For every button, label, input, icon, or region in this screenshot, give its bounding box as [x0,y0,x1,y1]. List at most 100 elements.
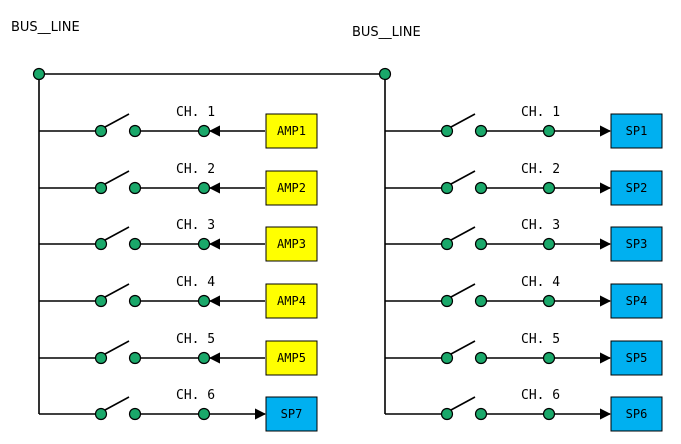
channel-node [197,181,211,195]
switch-blade[interactable] [104,396,130,411]
channel-node [542,407,556,421]
switch-blade[interactable] [450,396,476,411]
device-label: SP2 [626,181,648,195]
switch-blade[interactable] [450,283,476,298]
switch-terminal-node [128,407,142,421]
switch-blade[interactable] [450,170,476,185]
amp-box[interactable] [265,340,318,376]
switch-blade[interactable] [104,340,130,355]
channel-label: CH. 3 [521,218,560,233]
switch-terminal-node [128,351,142,365]
speaker-box[interactable] [610,113,663,149]
speaker-box[interactable] [610,226,663,262]
right-channel-row: CH. 3 SP3 [385,218,663,262]
switch-blade[interactable] [450,226,476,241]
switch-terminal-node [94,294,108,308]
right-channel-row: CH. 1 SP1 [385,105,663,149]
switch-terminal-node [440,237,454,251]
left-channel-row: CH. 2 AMP2 [39,162,318,206]
speaker-box[interactable] [610,283,663,319]
speaker-box[interactable] [610,170,663,206]
switch-terminal-node [128,294,142,308]
device-label: SP7 [281,407,303,421]
channel-node [542,351,556,365]
channel-node [197,407,211,421]
channel-label: CH. 1 [521,105,560,120]
device-label: SP5 [626,351,648,365]
channel-label: CH. 6 [521,388,560,403]
bus-line-label-right: BUS__LINE [352,25,421,40]
switch-blade[interactable] [450,340,476,355]
channel-label: CH. 4 [521,275,560,290]
switch-terminal-node [440,181,454,195]
switch-blade[interactable] [104,170,130,185]
switch-terminal-node [474,294,488,308]
left-channel-row: CH. 6 SP7 [39,388,318,432]
bus-node-right [378,67,392,81]
channel-label: CH. 5 [521,332,560,347]
switch-terminal-node [474,407,488,421]
channel-node [197,237,211,251]
amp-box[interactable] [265,226,318,262]
switch-terminal-node [94,237,108,251]
channel-label: CH. 3 [176,218,215,233]
switch-blade[interactable] [450,113,476,128]
switch-terminal-node [440,124,454,138]
device-label: AMP3 [277,237,306,251]
right-channel-row: CH. 4 SP4 [385,275,663,319]
channel-node [542,237,556,251]
channel-node [197,294,211,308]
switch-terminal-node [474,124,488,138]
speaker-box[interactable] [610,396,663,432]
switch-blade[interactable] [104,113,130,128]
device-label: SP3 [626,237,648,251]
device-label: AMP2 [277,181,306,195]
amp-box[interactable] [265,170,318,206]
device-label: AMP4 [277,294,306,308]
bus-line-label-left: BUS__LINE [11,20,80,35]
switch-terminal-node [440,294,454,308]
channel-node [197,124,211,138]
switch-terminal-node [474,351,488,365]
switch-terminal-node [94,351,108,365]
bus-node-left [32,67,46,81]
switch-terminal-node [440,407,454,421]
switch-terminal-node [440,351,454,365]
channel-label: CH. 1 [176,105,215,120]
left-channel-row: CH. 3 AMP3 [39,218,318,262]
right-channel-row: CH. 5 SP5 [385,332,663,376]
channel-label: CH. 2 [521,162,560,177]
amp-box[interactable] [265,113,318,149]
switch-terminal-node [94,407,108,421]
switch-terminal-node [94,124,108,138]
left-channel-row: CH. 1 AMP1 [39,105,318,149]
speaker-box[interactable] [265,396,318,432]
device-label: AMP5 [277,351,306,365]
amp-box[interactable] [265,283,318,319]
device-label: SP1 [626,124,648,138]
device-label: AMP1 [277,124,306,138]
switch-blade[interactable] [104,226,130,241]
switch-terminal-node [128,181,142,195]
speaker-box[interactable] [610,340,663,376]
switch-blade[interactable] [104,283,130,298]
left-channel-row: CH. 4 AMP4 [39,275,318,319]
channel-label: CH. 4 [176,275,215,290]
channel-node [197,351,211,365]
switch-terminal-node [128,237,142,251]
switch-terminal-node [128,124,142,138]
switch-terminal-node [474,237,488,251]
device-label: SP4 [626,294,648,308]
channel-node [542,181,556,195]
bus-frame [32,67,392,414]
channel-label: CH. 6 [176,388,215,403]
switch-terminal-node [474,181,488,195]
channel-node [542,124,556,138]
channel-node [542,294,556,308]
channel-label: CH. 2 [176,162,215,177]
